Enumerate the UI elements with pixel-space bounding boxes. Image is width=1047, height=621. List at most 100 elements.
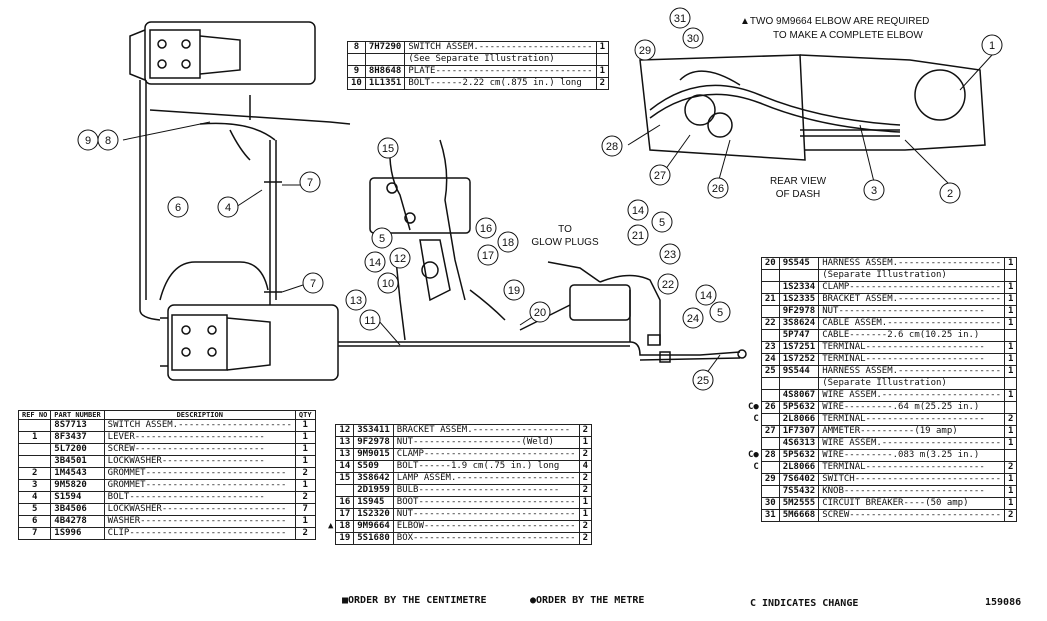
callout-number: 1 [989, 40, 995, 52]
cell-part: 4S8067 [778, 389, 820, 402]
cell-desc: LAMP ASSEM.---------------------- [392, 472, 580, 485]
callout-number: 2 [947, 188, 953, 200]
cell-ref [17, 443, 52, 456]
cell-mark [748, 510, 761, 522]
cell-desc: LOCKWASHER------------------- [103, 455, 296, 468]
callout-number: 6 [175, 202, 181, 214]
cell-mark: C [753, 414, 759, 424]
callout-14: 14 [627, 199, 649, 221]
cell-mark [748, 270, 761, 282]
callout-circle [651, 211, 673, 233]
callout-16: 16 [475, 217, 497, 239]
cell-ref [760, 461, 780, 474]
callout-22: 22 [657, 273, 679, 295]
cell-desc: GROMMET-------------------------- [103, 479, 296, 492]
rear-view-label-1: REAR VIEW [770, 176, 827, 187]
callout-15: 15 [377, 137, 399, 159]
cell-part: 8S7713 [50, 419, 105, 432]
cell-mark [748, 498, 761, 510]
cell-ref: 5 [17, 503, 52, 516]
rear-view-dash [639, 54, 986, 161]
cell-ref: 25 [760, 365, 780, 378]
callout-circle [299, 171, 321, 193]
callout-circle [497, 231, 519, 253]
cell-ref: 13 [335, 436, 355, 449]
cell-part: 9S545 [778, 257, 820, 270]
cell-qty: 1 [1003, 281, 1018, 294]
cell-qty: 2 [294, 467, 316, 480]
cell-desc: HARNESS ASSEM.------------------- [818, 257, 1006, 270]
cell-part: 5L7200 [50, 443, 105, 456]
callout-number: 9 [85, 135, 91, 147]
callout-number: 30 [687, 33, 699, 45]
cell-ref: 16 [335, 496, 355, 509]
cell-part: 1S996 [50, 527, 105, 540]
callout-circle [475, 217, 497, 239]
cell-part: 5P5632 [778, 449, 820, 462]
cell-part: 9M9664 [353, 520, 394, 533]
callout-number: 8 [105, 135, 111, 147]
cell-part: 5M6668 [778, 509, 820, 522]
cell-mark [748, 390, 761, 402]
cell-mark [328, 497, 336, 509]
cell-ref: 6 [17, 515, 52, 528]
cell-qty: 1 [595, 41, 610, 54]
cell-part: 2L8066 [778, 461, 820, 474]
cell-part: 1F7307 [778, 425, 820, 438]
cell-qty [1003, 377, 1018, 390]
cell-qty: 1 [1003, 353, 1018, 366]
cell-desc: BOX------------------------------ [392, 532, 580, 545]
cell-part: 4B4278 [50, 515, 105, 528]
cell-desc: (See Separate Illustration) [404, 53, 597, 66]
cell-qty: 1 [1003, 365, 1018, 378]
table-row: (See Separate Illustration) [347, 53, 610, 66]
callout-27: 27 [649, 164, 671, 186]
cell-qty: 2 [1003, 509, 1018, 522]
cell-ref: 19 [335, 532, 355, 545]
callout-number: 14 [632, 205, 644, 217]
cell-ref: 22 [760, 317, 780, 330]
callout-28: 28 [601, 135, 623, 157]
order-by-centimetre-note: ■ORDER BY THE CENTIMETRE [342, 595, 487, 606]
cell-mark: C [753, 462, 759, 472]
cell-desc: BRACKET ASSEM.------------------- [818, 293, 1006, 306]
callout-circle [939, 182, 961, 204]
cell-desc: NUT------------------------------ [392, 508, 580, 521]
callout-number: 5 [717, 307, 723, 319]
callout-number: 7 [307, 177, 313, 189]
table-row: 5L7200 SCREW------------------------1 [17, 443, 316, 456]
cell-desc: PLATE----------------------------- [404, 65, 597, 78]
callout-18: 18 [497, 231, 519, 253]
cell-ref: 23 [760, 341, 780, 354]
callout-circle [371, 227, 393, 249]
cell-desc: (Separate Illustration) [818, 377, 1006, 390]
cell-ref: 1 [17, 431, 52, 444]
cell-ref: 14 [335, 460, 355, 473]
callout-circle [634, 39, 656, 61]
cell-ref: 29 [760, 473, 780, 486]
cell-desc: CLAMP---------------------------- [818, 281, 1006, 294]
cell-qty: 1 [1003, 341, 1018, 354]
callout-circle [345, 289, 367, 311]
callout-number: 17 [482, 250, 494, 262]
cell-qty [595, 53, 610, 66]
cell-part: 7H7290 [364, 41, 406, 54]
table-row: (Separate Illustration) [748, 269, 1018, 282]
cell-mark [748, 306, 761, 318]
to-glow-plugs-label-2: GLOW PLUGS [531, 237, 599, 248]
callout-number: 12 [394, 253, 406, 265]
cell-qty: 1 [578, 496, 593, 509]
cell-ref [760, 329, 780, 342]
cell-desc: SWITCH ASSEM.--------------------- [103, 419, 296, 432]
